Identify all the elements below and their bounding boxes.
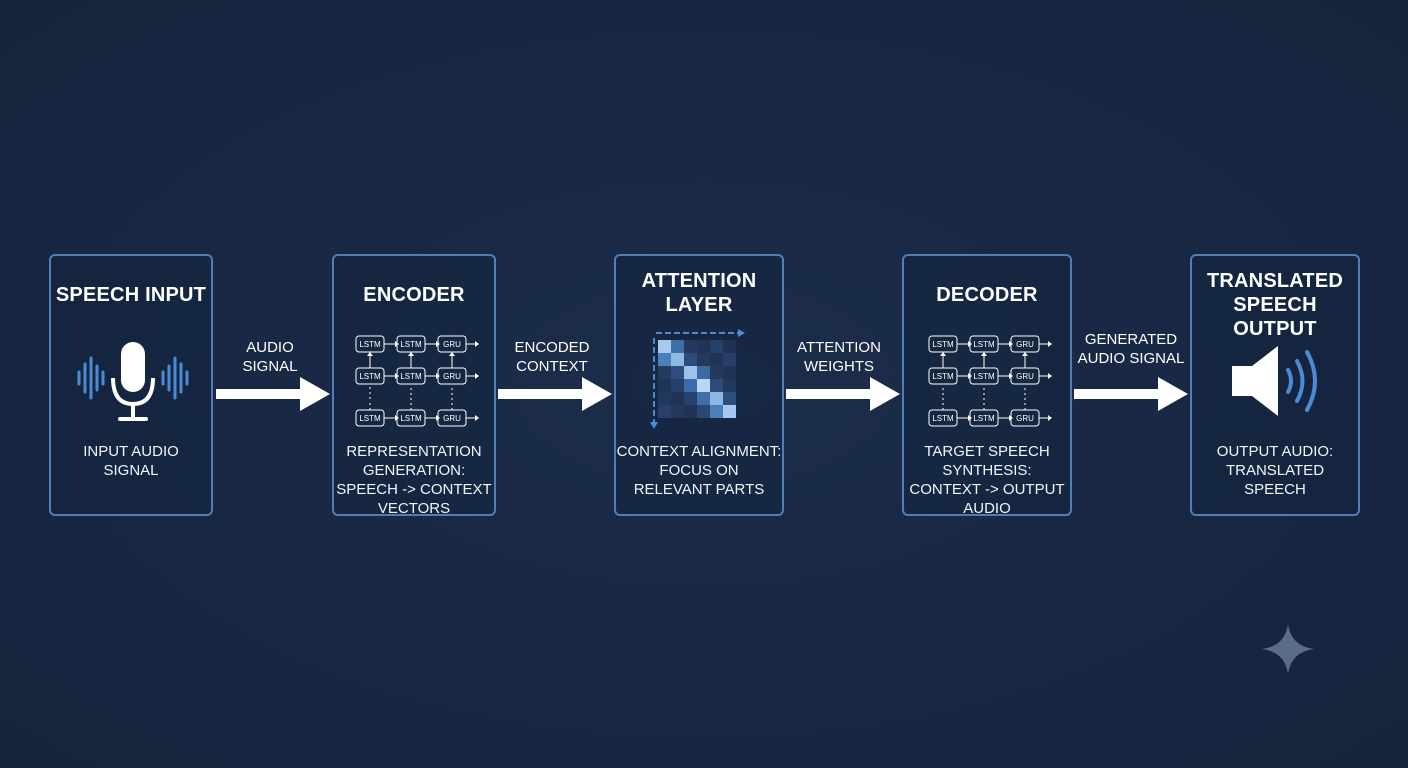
svg-text:LSTM: LSTM xyxy=(973,414,995,423)
stage-title: ATTENTION LAYER xyxy=(641,270,757,316)
svg-text:LSTM: LSTM xyxy=(973,340,995,349)
svg-text:LSTM: LSTM xyxy=(400,372,422,381)
attention-matrix-icon xyxy=(650,329,745,429)
svg-text:LSTM: LSTM xyxy=(359,414,381,423)
stage-encoder: ENCODER xyxy=(332,254,496,517)
svg-text:GRU: GRU xyxy=(1016,340,1034,349)
svg-text:LSTM: LSTM xyxy=(932,372,954,381)
svg-text:LSTM: LSTM xyxy=(359,340,381,349)
attention-cell xyxy=(684,353,697,366)
stage-title: TRANSLATED SPEECH OUTPUT xyxy=(1206,270,1344,340)
attention-cell xyxy=(697,366,710,379)
attention-cell xyxy=(671,405,684,418)
svg-text:GRU: GRU xyxy=(1016,372,1034,381)
arrow-label-generated-audio-signal: GENERATED AUDIO SIGNAL xyxy=(1077,331,1185,367)
rnn-grid-icon: LSTM LSTM GRU LSTM LSTM GRU LSTM LSTM GR… xyxy=(928,335,1052,427)
microphone-icon xyxy=(77,342,189,421)
attention-cell xyxy=(723,392,736,405)
svg-text:LSTM: LSTM xyxy=(400,414,422,423)
attention-cell xyxy=(658,340,671,353)
stage-title: DECODER xyxy=(936,284,1038,306)
attention-cell xyxy=(697,340,710,353)
speaker-icon xyxy=(1232,346,1317,416)
stage-description: TARGET SPEECH SYNTHESIS: CONTEXT -> OUTP… xyxy=(909,443,1065,517)
attention-cell xyxy=(658,379,671,392)
arrow-right-icon xyxy=(1074,377,1188,411)
arrow-right-icon xyxy=(786,377,900,411)
attention-cell xyxy=(710,366,723,379)
arrow-right-icon xyxy=(216,377,330,411)
arrow-right-icon xyxy=(498,377,612,411)
attention-cell xyxy=(684,366,697,379)
attention-cell xyxy=(671,353,684,366)
stage-title: ENCODER xyxy=(363,284,465,306)
attention-cell xyxy=(684,392,697,405)
attention-cell xyxy=(723,405,736,418)
rnn-grid-icon: LSTM LSTM GRU LSTM LSTM GRU LSTM LSTM GR… xyxy=(355,335,479,427)
attention-cell xyxy=(658,405,671,418)
arrow-label-encoded-context: ENCODED CONTEXT xyxy=(514,339,590,375)
attention-cell xyxy=(684,379,697,392)
svg-text:LSTM: LSTM xyxy=(400,340,422,349)
stage-description: REPRESENTATION GENERATION: SPEECH -> CON… xyxy=(336,443,492,517)
sparkle-icon xyxy=(1262,624,1314,674)
arrow-label-audio-signal: AUDIO SIGNAL xyxy=(242,339,298,375)
attention-cell xyxy=(710,405,723,418)
arrow-label-attention-weights: ATTENTION WEIGHTS xyxy=(797,339,881,375)
svg-text:LSTM: LSTM xyxy=(932,340,954,349)
svg-text:GRU: GRU xyxy=(443,340,461,349)
attention-cell xyxy=(658,366,671,379)
attention-cell xyxy=(658,353,671,366)
attention-cell xyxy=(697,379,710,392)
attention-cell xyxy=(671,379,684,392)
attention-cell xyxy=(658,392,671,405)
stage-speech-input: SPEECH INPUT INPUT AUDIO SIGNAL xyxy=(49,254,213,516)
attention-cell xyxy=(697,405,710,418)
attention-cell xyxy=(723,340,736,353)
stage-description: OUTPUT AUDIO: TRANSLATED SPEECH xyxy=(1216,443,1334,498)
attention-cell xyxy=(710,353,723,366)
svg-text:LSTM: LSTM xyxy=(359,372,381,381)
attention-cell xyxy=(710,392,723,405)
stage-translated-speech-output: TRANSLATED SPEECH OUTPUT OUTPUT AUDIO: T… xyxy=(1190,254,1360,516)
attention-cell xyxy=(671,340,684,353)
attention-cell xyxy=(684,340,697,353)
svg-text:GRU: GRU xyxy=(443,372,461,381)
svg-text:GRU: GRU xyxy=(443,414,461,423)
svg-text:GRU: GRU xyxy=(1016,414,1034,423)
attention-cell xyxy=(684,405,697,418)
attention-cell xyxy=(710,340,723,353)
attention-cell xyxy=(710,379,723,392)
stage-attention-layer: ATTENTION LAYER CONTEXT ALIGNMENT: FOCUS… xyxy=(614,254,784,516)
attention-cell xyxy=(723,379,736,392)
svg-text:LSTM: LSTM xyxy=(932,414,954,423)
attention-cell xyxy=(671,392,684,405)
stage-description: INPUT AUDIO SIGNAL xyxy=(83,443,179,479)
attention-cell xyxy=(723,353,736,366)
stage-decoder: DECODER xyxy=(902,254,1072,517)
svg-text:LSTM: LSTM xyxy=(973,372,995,381)
stage-description: CONTEXT ALIGNMENT: FOCUS ON RELEVANT PAR… xyxy=(616,443,782,498)
attention-cell xyxy=(723,366,736,379)
attention-cell xyxy=(697,353,710,366)
stage-title: SPEECH INPUT xyxy=(55,284,207,306)
attention-cell xyxy=(671,366,684,379)
attention-cell xyxy=(697,392,710,405)
